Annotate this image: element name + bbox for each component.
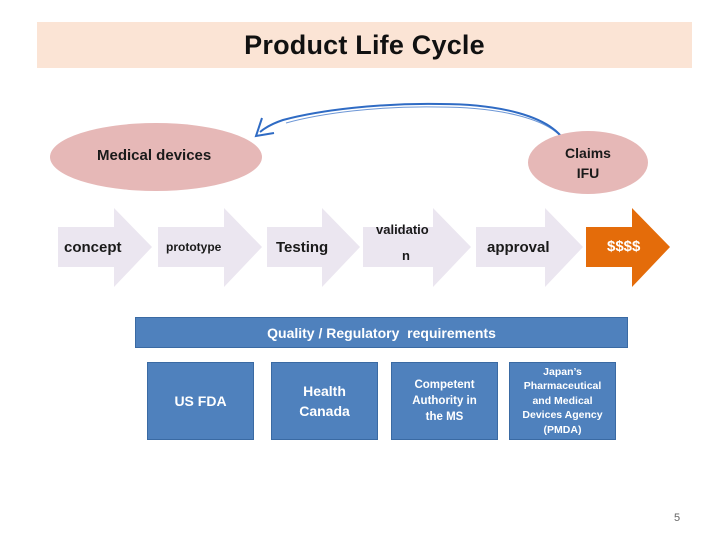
page-number: 5 — [674, 512, 681, 524]
agency-pmda: Japan’s Pharmaceutical and Medical Devic… — [509, 362, 616, 440]
agency-pmda-line3: and Medical — [532, 394, 593, 407]
feedback-arrow-curve — [259, 102, 565, 141]
banner-label: Quality / Regulatory requirements — [267, 324, 496, 341]
feedback-arrowhead — [254, 117, 275, 138]
ifu-label: IFU — [576, 164, 600, 181]
agency-health-canada-label: Health Canada — [299, 381, 350, 421]
agency-us-fda-label: US FDA — [174, 393, 227, 409]
claims-ifu-label: Claims IFU — [565, 143, 611, 183]
agency-pmda-line4: Devices Agency — [522, 409, 603, 422]
stage-money-shape — [586, 208, 670, 287]
quality-regulatory-banner: Quality / Regulatory requirements — [135, 317, 628, 348]
stage-concept-shape — [58, 208, 152, 287]
title-bar: Product Life Cycle — [37, 22, 692, 68]
agency-competent-authority: Competent Authority in the MS — [391, 362, 498, 440]
claims-ifu-ellipse: Claims IFU — [528, 131, 648, 194]
agency-health-canada-line1: Health — [303, 383, 346, 399]
agency-health-canada: Health Canada — [271, 362, 378, 440]
page-title: Product Life Cycle — [244, 29, 485, 60]
stage-testing-label: Testing — [276, 239, 329, 256]
feedback-arrow-curve-sketch — [285, 106, 563, 139]
agency-competent-authority-label: Competent Authority in the MS — [412, 377, 477, 425]
agency-us-fda: US FDA — [147, 362, 254, 440]
stage-validation-label-line1: validatio — [376, 222, 429, 237]
stage-concept-label: concept — [64, 239, 122, 256]
medical-devices-label: Medical devices — [97, 146, 212, 164]
stage-approval-shape — [476, 208, 583, 287]
stage-validation-shape — [363, 208, 471, 287]
agency-ms-line2: Authority in — [412, 395, 477, 407]
claims-label: Claims — [565, 144, 611, 161]
agency-ms-line1: Competent — [414, 379, 475, 391]
agency-health-canada-line2: Canada — [299, 403, 350, 419]
stage-money-label: $$$$ — [607, 238, 641, 255]
agency-pmda-line5: (PMDA) — [543, 423, 582, 436]
stage-approval-label: approval — [487, 239, 550, 256]
agency-pmda-line2: Pharmaceutical — [523, 380, 602, 393]
agency-pmda-label: Japan’s Pharmaceutical and Medical Devic… — [522, 365, 602, 438]
stage-testing-shape — [267, 208, 360, 287]
agency-pmda-line1: Japan’s — [543, 365, 582, 378]
medical-devices-ellipse: Medical devices — [50, 123, 262, 191]
stage-prototype-label: prototype — [166, 240, 222, 254]
agency-ms-line3: the MS — [425, 411, 464, 423]
stage-validation-label-line2: n — [402, 248, 410, 263]
stage-prototype-shape — [158, 208, 262, 287]
